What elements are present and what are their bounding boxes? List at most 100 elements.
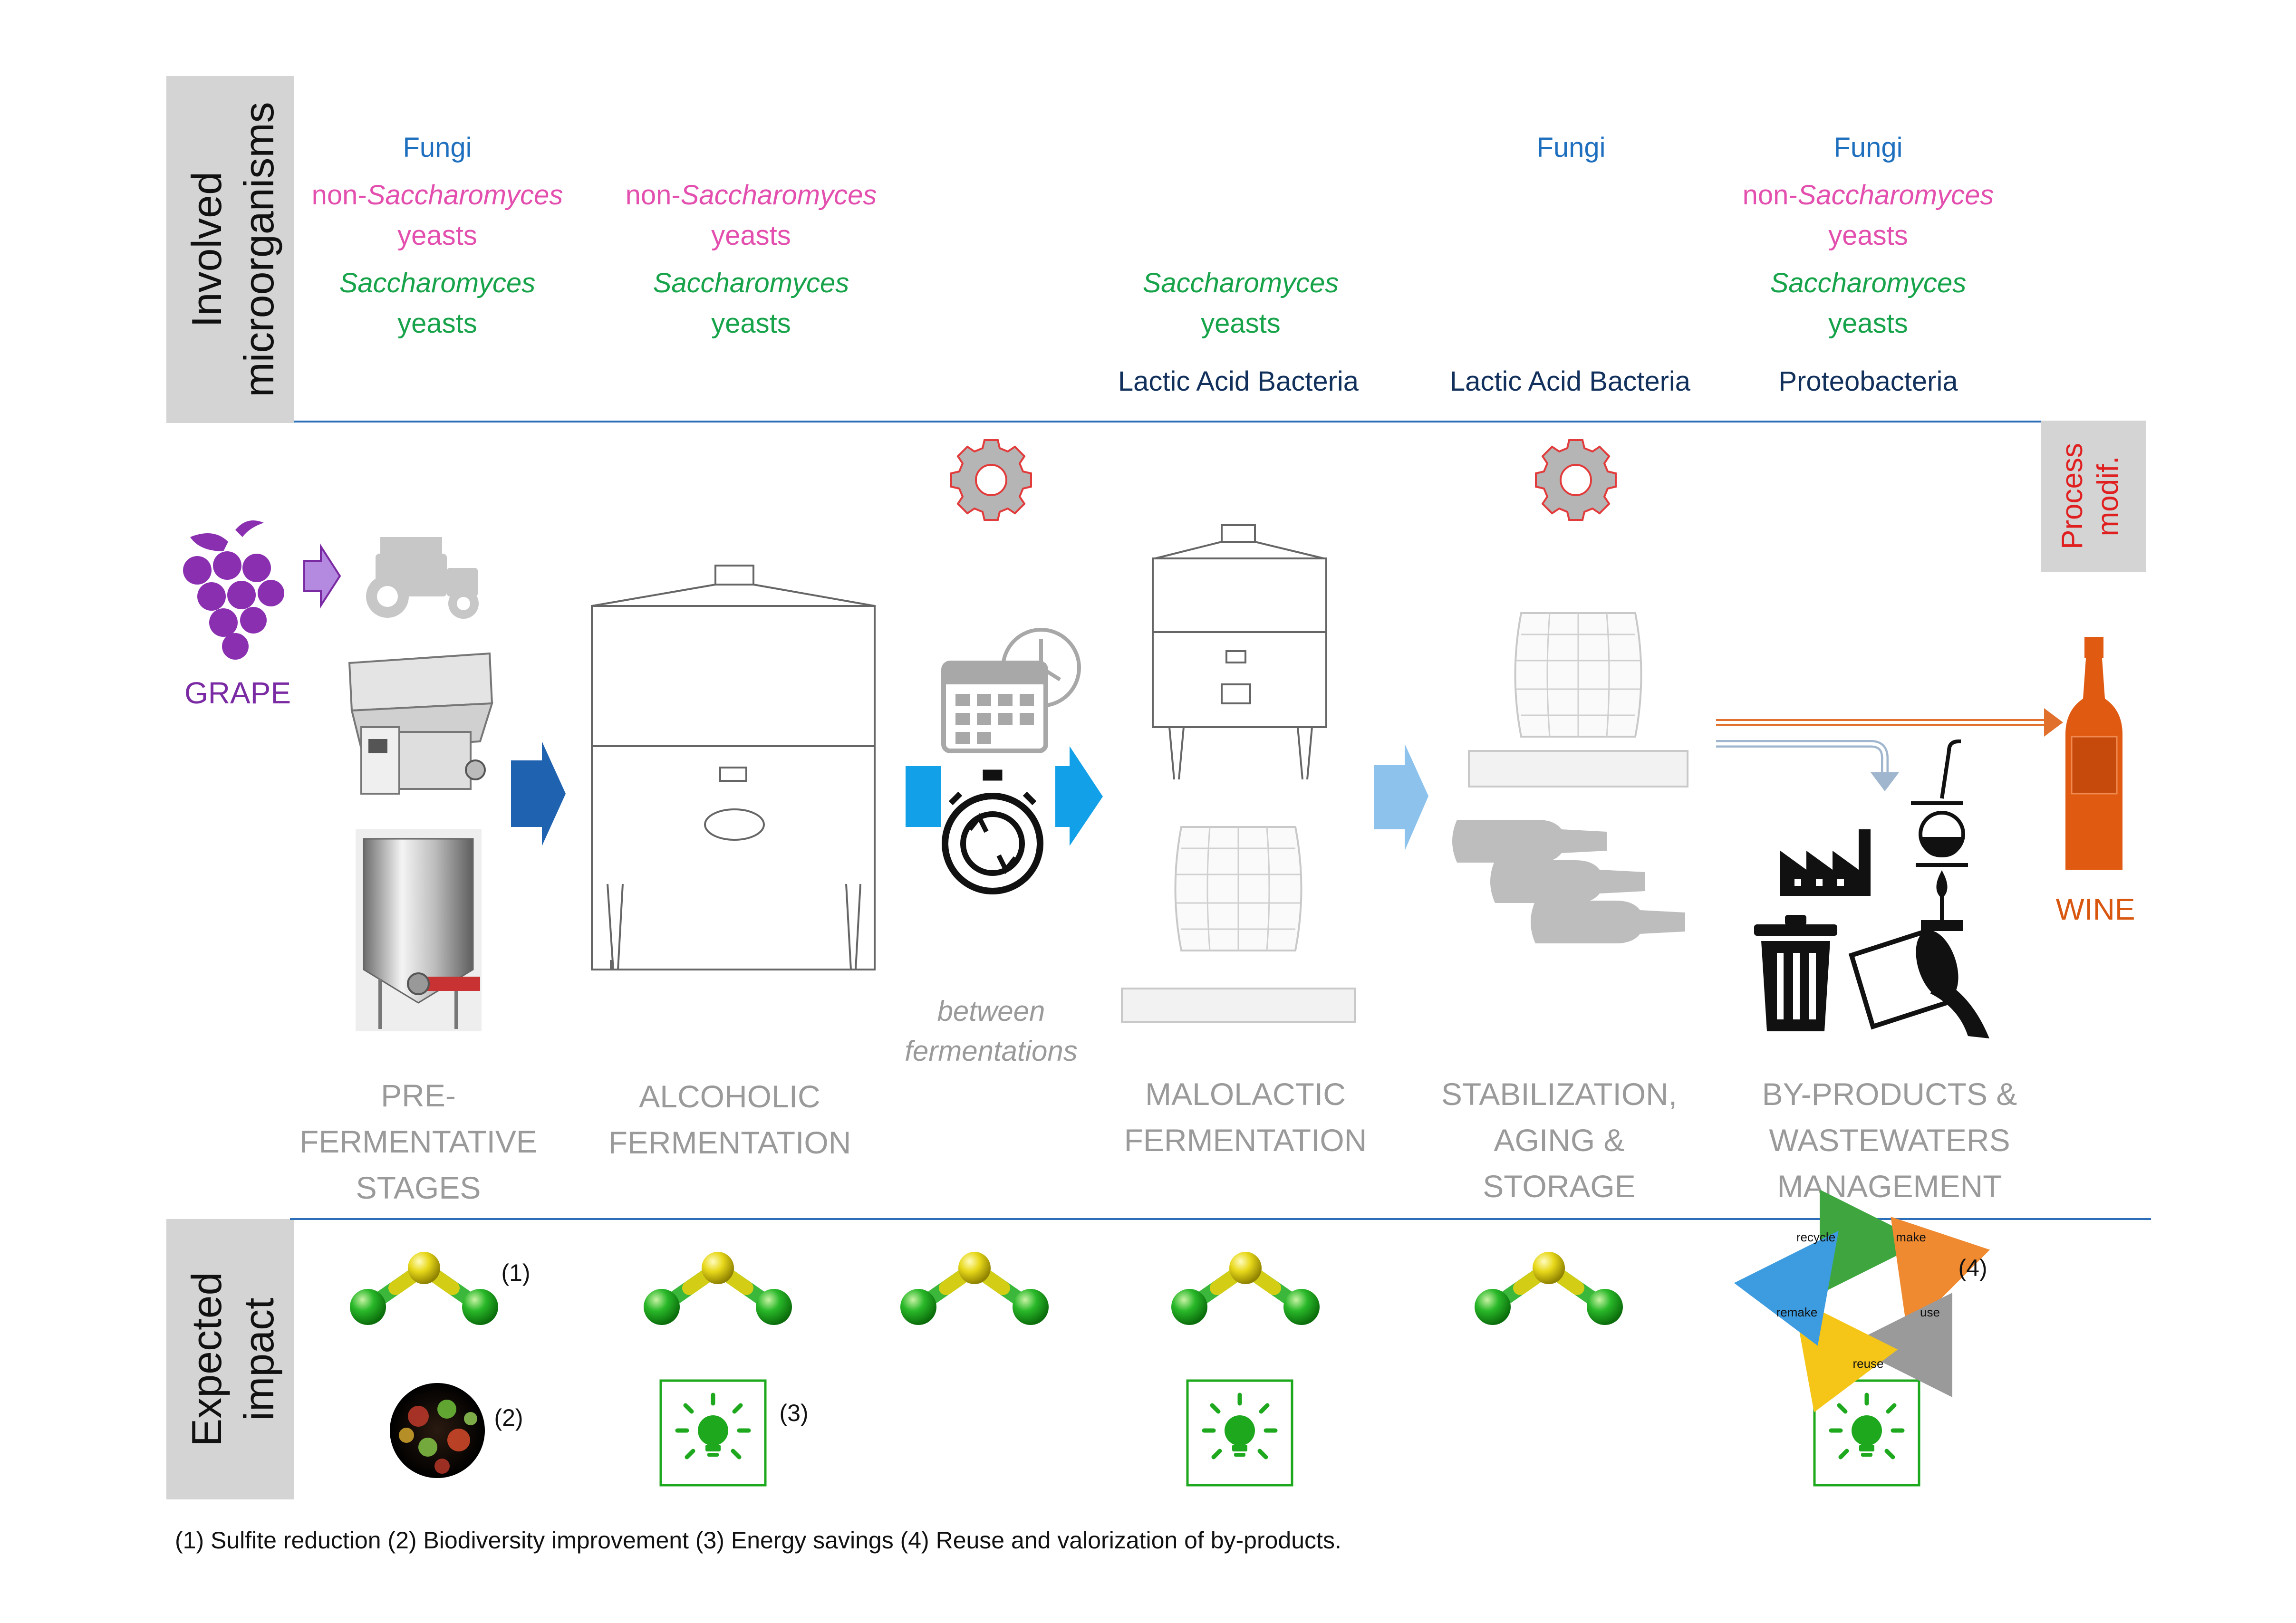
flow-arrow-head bbox=[2044, 708, 2063, 737]
impact-mark-4: (4) bbox=[1958, 1255, 1987, 1281]
svg-text:Saccharomyces: Saccharomyces bbox=[339, 268, 536, 298]
process-label-2: modif. bbox=[2092, 456, 2124, 537]
between-label-2: fermentations bbox=[905, 1035, 1078, 1067]
svg-text:yeasts: yeasts bbox=[1828, 220, 1908, 251]
micro-col-pre: Fungi non-Saccharomyces yeasts Saccharom… bbox=[312, 132, 563, 339]
biodiversity-icon bbox=[390, 1383, 485, 1478]
svg-text:PRE-: PRE- bbox=[381, 1078, 456, 1113]
svg-text:STABILIZATION,: STABILIZATION, bbox=[1441, 1076, 1677, 1112]
arrow-icon bbox=[1055, 746, 1103, 846]
micro-col-alcoholic: non-Saccharomyces yeasts Saccharomyces y… bbox=[626, 180, 877, 339]
calendar-icon bbox=[941, 628, 1081, 753]
sulfite-molecule-icon bbox=[350, 1252, 498, 1325]
svg-text:Proteobacteria: Proteobacteria bbox=[1778, 366, 1958, 397]
svg-text:non-Saccharomyces: non-Saccharomyces bbox=[626, 180, 877, 211]
gear-icon bbox=[1535, 439, 1617, 521]
stage-label-byproducts: BY-PRODUCTS & WASTEWATERS MANAGEMENT bbox=[1762, 1076, 2017, 1204]
wastewater-pipe-icon bbox=[1848, 928, 1989, 1038]
wine-bottle-icon bbox=[2065, 637, 2122, 870]
grape-arrow-icon bbox=[303, 543, 341, 609]
svg-text:FERMENTATION: FERMENTATION bbox=[1124, 1123, 1367, 1158]
svg-text:non-Saccharomyces: non-Saccharomyces bbox=[312, 180, 563, 211]
recycle-cycle-icon: recycle make use reuse remake bbox=[1734, 1190, 1990, 1412]
svg-text:yeasts: yeasts bbox=[397, 308, 477, 339]
micro-col-byproducts: Fungi non-Saccharomyces yeasts Saccharom… bbox=[1743, 132, 1994, 397]
between-label-1: between bbox=[937, 995, 1045, 1027]
microorganisms-label-2: microorganisms bbox=[235, 102, 282, 397]
wine-label: WINE bbox=[2055, 892, 2135, 926]
svg-text:make: make bbox=[1896, 1230, 1926, 1244]
microorganisms-box bbox=[166, 76, 294, 423]
sulfite-molecule-icon bbox=[1171, 1252, 1320, 1325]
lightbulb-icon bbox=[661, 1381, 765, 1485]
svg-text:MALOLACTIC: MALOLACTIC bbox=[1145, 1076, 1346, 1112]
bottles-icon bbox=[1452, 820, 1685, 943]
svg-text:ALCOHOLIC: ALCOHOLIC bbox=[639, 1079, 820, 1114]
stopwatch-icon bbox=[942, 769, 1043, 894]
svg-text:use: use bbox=[1920, 1305, 1940, 1319]
svg-text:Fungi: Fungi bbox=[1833, 132, 1902, 163]
lightbulb-icon bbox=[1814, 1381, 1919, 1485]
flow-arrow-to-byproducts bbox=[1716, 740, 1889, 775]
impact-mark-2: (2) bbox=[494, 1404, 523, 1431]
trash-bin-icon bbox=[1754, 915, 1837, 1031]
svg-text:yeasts: yeasts bbox=[711, 308, 791, 339]
svg-text:WASTEWATERS: WASTEWATERS bbox=[1769, 1123, 2010, 1158]
svg-text:non-Saccharomyces: non-Saccharomyces bbox=[1743, 180, 1994, 211]
svg-text:reuse: reuse bbox=[1852, 1356, 1883, 1371]
gear-icon bbox=[950, 439, 1032, 521]
impact-mark-1: (1) bbox=[501, 1259, 530, 1286]
svg-text:FERMENTATIVE: FERMENTATIVE bbox=[299, 1124, 537, 1159]
lightbulb-icon bbox=[1187, 1381, 1292, 1485]
sulfite-molecule-icon bbox=[644, 1252, 792, 1325]
arrow-icon bbox=[1374, 744, 1428, 851]
steel-tank-icon bbox=[356, 829, 482, 1031]
fermentation-tank-icon bbox=[591, 565, 876, 970]
process-label-1: Process bbox=[2056, 443, 2089, 549]
svg-text:Saccharomyces: Saccharomyces bbox=[1770, 268, 1967, 298]
barrel-icon bbox=[1174, 826, 1302, 951]
lab-flask-icon bbox=[1911, 739, 1968, 931]
arrow-icon bbox=[906, 766, 941, 827]
stage-label-alcoholic: ALCOHOLIC FERMENTATION bbox=[608, 1079, 851, 1160]
impact-mark-3: (3) bbox=[779, 1400, 808, 1426]
impact-label-2: impact bbox=[235, 1297, 282, 1421]
svg-text:remake: remake bbox=[1776, 1305, 1818, 1319]
svg-text:yeasts: yeasts bbox=[1201, 308, 1281, 339]
flow-arrow-core bbox=[1716, 742, 1887, 775]
grape-label: GRAPE bbox=[184, 676, 291, 710]
process-box bbox=[2041, 421, 2146, 572]
sulfite-molecule-icon bbox=[1475, 1252, 1623, 1325]
stage-label-malolactic: MALOLACTIC FERMENTATION bbox=[1124, 1076, 1367, 1158]
factory-icon bbox=[1780, 829, 1871, 896]
barrel-stand bbox=[1468, 750, 1688, 787]
svg-text:AGING &: AGING & bbox=[1494, 1123, 1624, 1158]
impact-label-1: Expected bbox=[183, 1272, 230, 1447]
svg-text:STORAGE: STORAGE bbox=[1483, 1169, 1636, 1204]
sulfite-molecule-icon bbox=[900, 1252, 1049, 1325]
footnote: (1) Sulfite reduction (2) Biodiversity i… bbox=[175, 1527, 1341, 1554]
micro-col-malolactic: Saccharomyces yeasts Lactic Acid Bacteri… bbox=[1118, 268, 1359, 397]
svg-text:yeasts: yeasts bbox=[397, 220, 477, 251]
svg-text:yeasts: yeasts bbox=[1828, 308, 1908, 339]
svg-text:BY-PRODUCTS &: BY-PRODUCTS & bbox=[1762, 1076, 2017, 1112]
svg-text:STAGES: STAGES bbox=[356, 1170, 481, 1205]
grape-icon bbox=[183, 520, 284, 660]
arrow-icon bbox=[511, 741, 566, 846]
svg-text:Fungi: Fungi bbox=[1536, 132, 1605, 163]
svg-text:Fungi: Fungi bbox=[403, 132, 472, 163]
microorganisms-label-1: Involved bbox=[183, 172, 230, 327]
impact-box bbox=[166, 1219, 294, 1499]
svg-text:Lactic Acid Bacteria: Lactic Acid Bacteria bbox=[1450, 366, 1691, 397]
svg-text:Lactic Acid Bacteria: Lactic Acid Bacteria bbox=[1118, 366, 1359, 397]
micro-col-stabilization: Fungi Lactic Acid Bacteria bbox=[1450, 132, 1691, 397]
malolactic-tank-icon bbox=[1152, 524, 1327, 780]
svg-text:Saccharomyces: Saccharomyces bbox=[1143, 268, 1339, 298]
tractor-icon bbox=[366, 537, 479, 619]
barrel-icon bbox=[1514, 612, 1642, 738]
destemmer-icon bbox=[348, 652, 493, 795]
flow-arrow-head bbox=[1871, 772, 1899, 791]
barrel-stand bbox=[1121, 988, 1356, 1023]
svg-text:MANAGEMENT: MANAGEMENT bbox=[1777, 1169, 2002, 1204]
